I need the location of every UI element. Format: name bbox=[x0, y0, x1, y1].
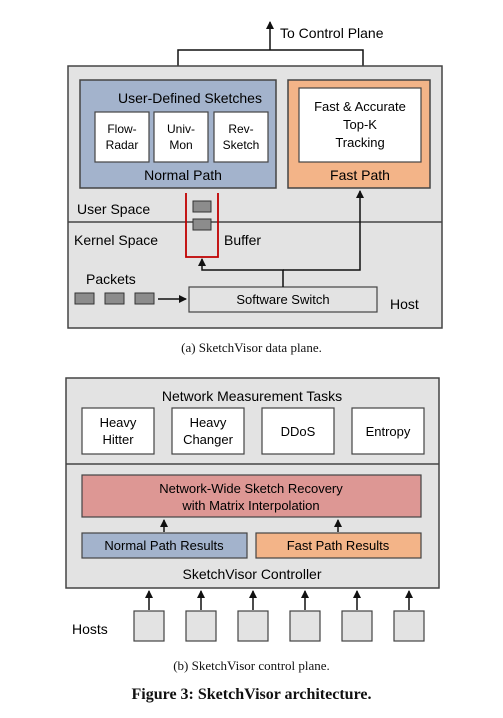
architecture-diagram: To Control Plane User-Defined Sketches F… bbox=[65, 21, 443, 642]
buffer-slot-2 bbox=[192, 218, 212, 231]
task-heavy-changer-line2: Changer bbox=[183, 432, 234, 447]
task-ddos-label: DDoS bbox=[281, 424, 316, 439]
host-box-6 bbox=[393, 610, 425, 642]
sketch-flowradar-line1: Flow- bbox=[107, 122, 136, 136]
to-control-plane-label: To Control Plane bbox=[280, 25, 384, 41]
sketch-revsketch-line2: Sketch bbox=[223, 138, 260, 152]
task-entropy-label: Entropy bbox=[366, 424, 411, 439]
figure-caption: Figure 3: SketchVisor architecture. bbox=[131, 686, 372, 703]
fast-path-results-box bbox=[255, 532, 422, 559]
task-ddos bbox=[261, 407, 335, 455]
host-label: Host bbox=[390, 296, 419, 312]
host-box-1 bbox=[133, 610, 165, 642]
topk-tracking-box bbox=[298, 87, 422, 163]
kernel-space-label: Kernel Space bbox=[74, 232, 158, 248]
normal-path-results-box bbox=[81, 532, 248, 559]
task-entropy bbox=[351, 407, 425, 455]
buffer-label: Buffer bbox=[224, 232, 261, 248]
task-heavy-changer-line1: Heavy bbox=[190, 415, 227, 430]
sketch-revsketch-line1: Rev- bbox=[228, 122, 253, 136]
task-heavy-hitter-line1: Heavy bbox=[100, 415, 137, 430]
normal-path-label: Normal Path bbox=[144, 167, 222, 183]
task-heavy-changer bbox=[171, 407, 245, 455]
normal-path-results-label: Normal Path Results bbox=[104, 538, 224, 553]
software-switch bbox=[188, 286, 378, 313]
recovery-line1: Network-Wide Sketch Recovery bbox=[159, 481, 343, 496]
packet-1 bbox=[74, 292, 95, 305]
fast-path-results-label: Fast Path Results bbox=[287, 538, 390, 553]
buffer-outline bbox=[185, 193, 219, 258]
user-space-label: User Space bbox=[77, 201, 150, 217]
task-heavy-hitter-line2: Hitter bbox=[102, 432, 134, 447]
sketch-flowradar bbox=[94, 111, 150, 163]
sketch-recovery-box bbox=[81, 474, 422, 518]
sketch-univmon-line1: Univ- bbox=[167, 122, 195, 136]
topk-line3: Tracking bbox=[335, 135, 384, 150]
sketch-univmon-line2: Mon bbox=[169, 138, 192, 152]
host-box-4 bbox=[289, 610, 321, 642]
control-plane-caption: (b) SketchVisor control plane. bbox=[173, 658, 330, 673]
sketch-univmon bbox=[153, 111, 209, 163]
topk-line1: Fast & Accurate bbox=[314, 99, 406, 114]
task-heavy-hitter bbox=[81, 407, 155, 455]
recovery-line2: with Matrix Interpolation bbox=[181, 498, 319, 513]
buffer-slot-1 bbox=[192, 200, 212, 213]
software-switch-label: Software Switch bbox=[236, 292, 329, 307]
network-measurement-tasks-label: Network Measurement Tasks bbox=[162, 388, 342, 404]
host-box-2 bbox=[185, 610, 217, 642]
switch-to-buffer-arrow bbox=[198, 258, 284, 287]
sketchvisor-controller-label: SketchVisor Controller bbox=[182, 566, 321, 582]
topk-line2: Top-K bbox=[343, 117, 377, 132]
data-plane-caption: (a) SketchVisor data plane. bbox=[181, 340, 322, 355]
fast-path-label: Fast Path bbox=[330, 167, 390, 183]
host-box-3 bbox=[237, 610, 269, 642]
packets-label: Packets bbox=[86, 271, 136, 287]
host-box-5 bbox=[341, 610, 373, 642]
user-defined-sketches-label: User-Defined Sketches bbox=[118, 90, 262, 106]
switch-to-fastpath-arrow bbox=[283, 190, 364, 271]
sketch-revsketch bbox=[213, 111, 269, 163]
packet-3 bbox=[134, 292, 155, 305]
hosts-label: Hosts bbox=[72, 621, 108, 637]
sketch-flowradar-line2: Radar bbox=[106, 138, 139, 152]
host-boxes bbox=[133, 590, 425, 642]
control-link-bracket bbox=[177, 49, 364, 80]
packet-2 bbox=[104, 292, 125, 305]
